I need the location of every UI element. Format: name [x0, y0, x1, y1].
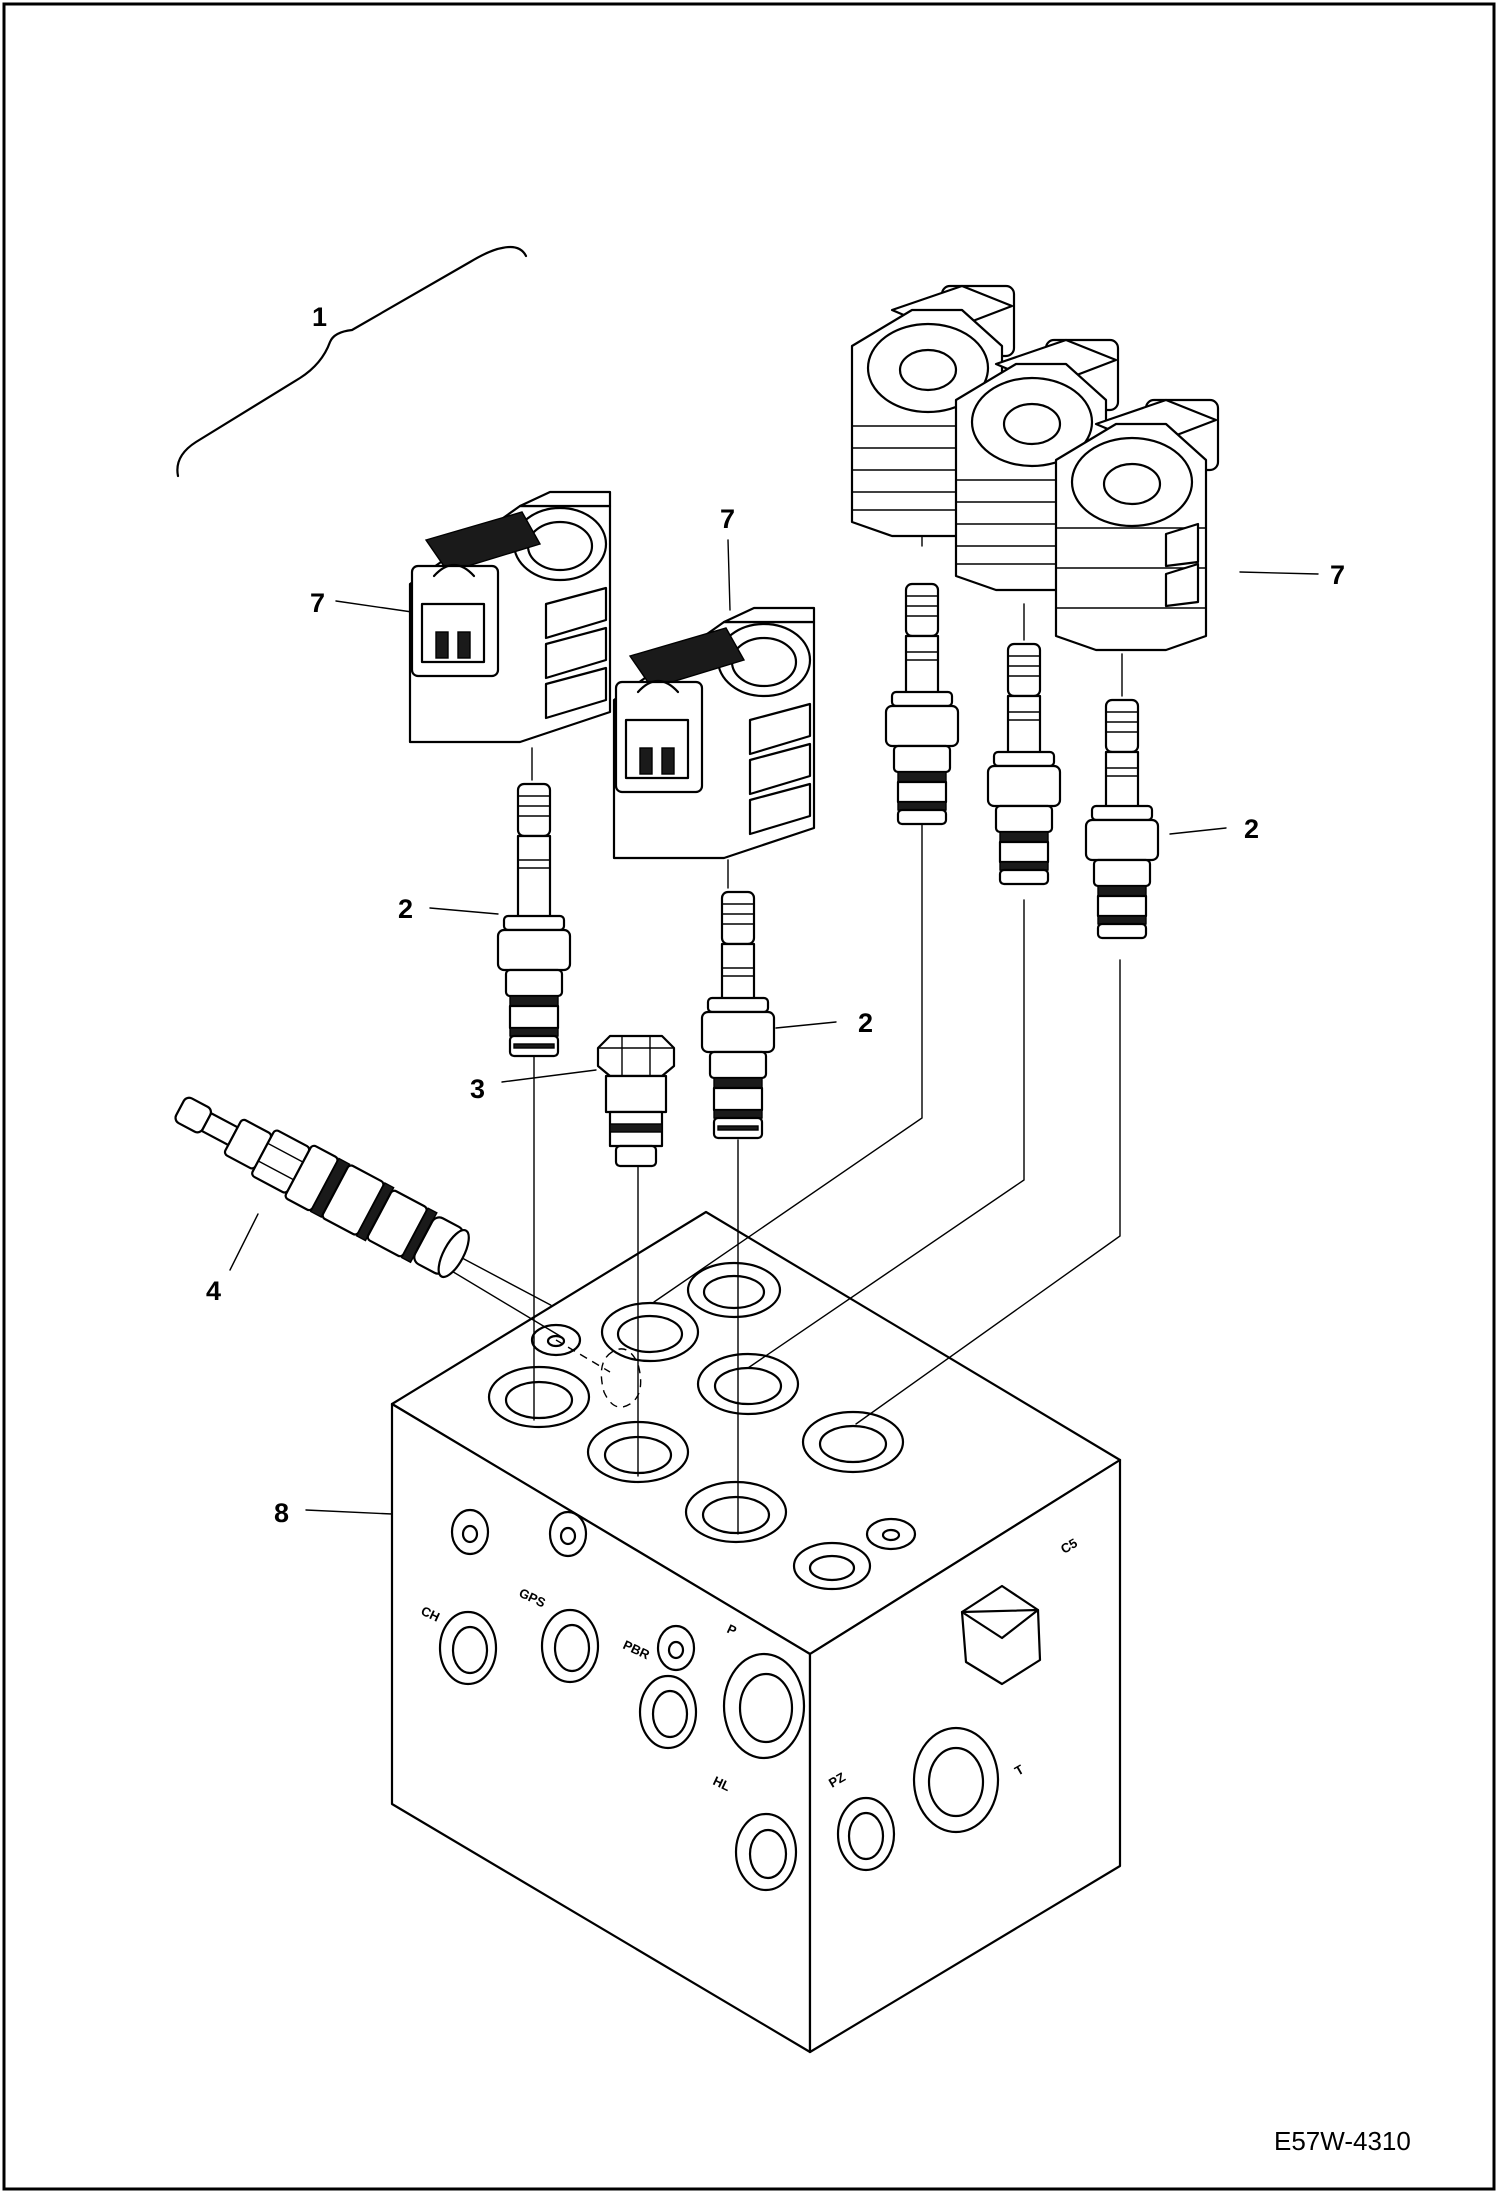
- cartridge-valve-b: [700, 890, 776, 1140]
- assembly-brace: [176, 245, 528, 478]
- callout-manifold: 8: [274, 1498, 289, 1528]
- port-label-hl: HL: [711, 1773, 733, 1794]
- port-label-ch: CH: [419, 1603, 442, 1625]
- leader-lines: [229, 539, 1319, 1515]
- relief-valve: [174, 1096, 552, 1306]
- alignment-lines: [439, 535, 1123, 1535]
- solenoid-coil-c3: [1054, 398, 1220, 652]
- connector-plug: [410, 563, 500, 678]
- solenoid-coil-c1: [850, 284, 1016, 538]
- callout-coil-b: 7: [720, 504, 735, 534]
- cartridge-valve-c2: [986, 642, 1062, 886]
- side-face-ports: [836, 1584, 1042, 1872]
- figure-reference: E57W-4310: [1274, 2126, 1411, 2156]
- callout-cartridge-b: 2: [858, 1008, 873, 1038]
- coil-windings: [748, 702, 812, 836]
- cavity-holes: [487, 1261, 917, 1591]
- callout-check-valve: 3: [470, 1074, 485, 1104]
- callout-coil-a: 7: [310, 588, 325, 618]
- connector-plug: [614, 679, 704, 794]
- solenoid-coil-b: [612, 606, 816, 860]
- callout-coil-c: 7: [1330, 560, 1345, 590]
- port-label-pz: PZ: [826, 1769, 848, 1790]
- cartridge-valve-c3: [1084, 698, 1160, 940]
- check-valve-plug: [596, 1034, 676, 1168]
- callout-assembly: 1: [312, 302, 327, 332]
- port-label-c5: C5: [1058, 1535, 1080, 1556]
- cartridge-valve-a: [496, 782, 572, 1058]
- manifold-block: CH GPS PBR P HL PZ T C5: [390, 1210, 1122, 2054]
- callout-cartridge-c: 2: [1244, 814, 1259, 844]
- callout-cartridge-a: 2: [398, 894, 413, 924]
- solenoid-coil-a: [408, 490, 612, 744]
- coil-windings: [544, 586, 608, 720]
- front-face-ports: [438, 1508, 806, 1892]
- cartridge-valve-c1: [884, 582, 960, 826]
- callout-relief-valve: 4: [206, 1276, 221, 1306]
